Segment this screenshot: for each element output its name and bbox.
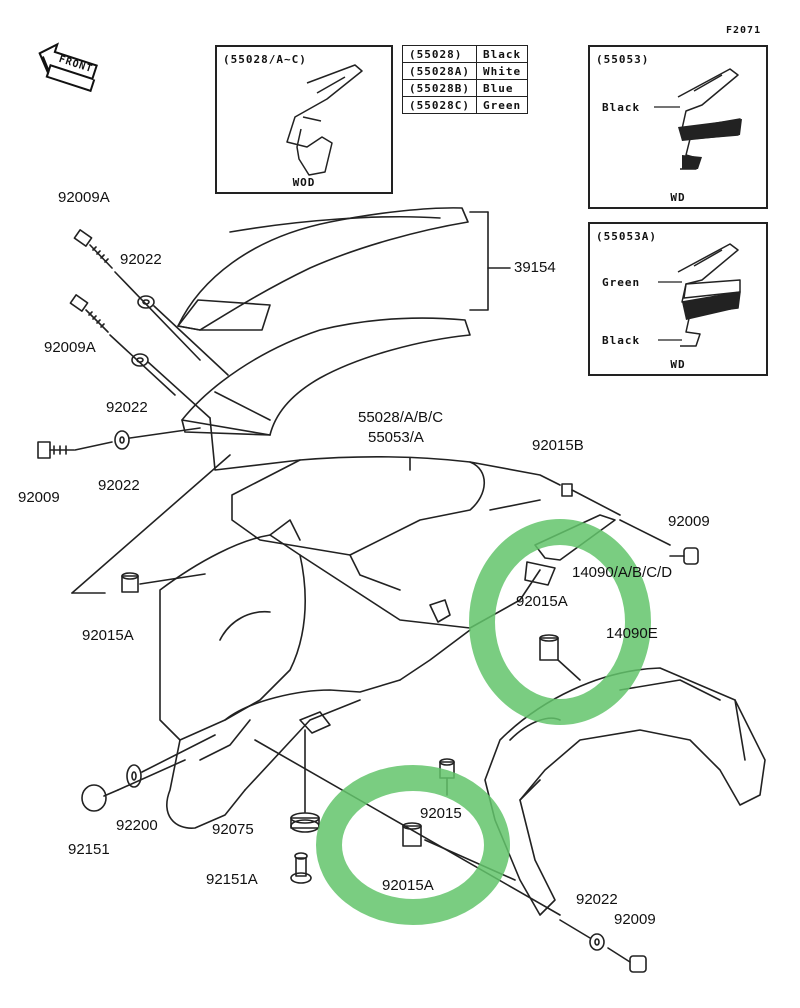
inset-c-part-sketch [658, 243, 741, 347]
color-code-table: (55028) Black (55028A) White (55028B) Bl… [402, 45, 529, 114]
inset-c-color-label-top: Green [602, 276, 641, 289]
inset-55028-variants: (55028/A~C) WOD [215, 45, 393, 194]
upper-fairing-outline [181, 317, 471, 436]
callout-92015A-bottom: 92015A [382, 877, 434, 894]
highlight-ring-upper [469, 519, 651, 725]
callout-92009-left: 92009 [18, 489, 60, 506]
callout-55053: 55053/A [368, 429, 424, 446]
inset-c-color-label-bottom: Black [602, 334, 641, 347]
callout-92151A: 92151A [206, 871, 258, 888]
color-name: White [475, 62, 529, 80]
color-code: (55028B) [402, 79, 477, 97]
inset-b-title: (55053) [596, 53, 650, 66]
grommet-92075 [290, 812, 320, 833]
callout-55028: 55028/A/B/C [358, 409, 444, 426]
color-name: Green [475, 96, 529, 114]
callout-92009-bottom: 92009 [614, 911, 656, 928]
screw-92009-right [669, 547, 699, 565]
callout-14090: 14090/A/B/C/D [572, 564, 673, 581]
callout-92015: 92015 [420, 805, 462, 822]
callout-92009A-top: 92009A [58, 189, 110, 206]
callout-14090E: 14090E [606, 625, 658, 642]
highlight-ring-lower [316, 765, 510, 925]
callout-92009-right: 92009 [668, 513, 710, 530]
spacer-92015A-right [539, 634, 559, 661]
color-row: (55028) Black [402, 45, 529, 63]
screw-92009A-top [73, 229, 113, 269]
callout-92022-bottom: 92022 [576, 891, 618, 908]
color-code: (55028C) [402, 96, 477, 114]
color-code: (55028A) [402, 62, 477, 80]
inset-c-footer: WD [670, 358, 686, 371]
color-row: (55028B) Blue [402, 79, 529, 97]
inset-55053: (55053) Black WD [588, 45, 768, 209]
screw-92009-left [37, 441, 75, 459]
callout-92075: 92075 [212, 821, 254, 838]
spacer-92015A-bottom [402, 822, 422, 847]
inset-b-color-label: Black [602, 101, 641, 114]
spacer-92015A-left [121, 572, 139, 593]
screw-92009-bottom [607, 947, 647, 973]
inset-a-title: (55028/A~C) [223, 53, 307, 66]
front-arrow-icon [38, 42, 98, 93]
color-name: Blue [475, 79, 529, 97]
figure-code: F2071 [726, 25, 762, 36]
inset-a-footer: WOD [292, 176, 316, 189]
windscreen-outline [177, 207, 469, 331]
bolt-92151A [290, 852, 312, 884]
inset-b-part-sketch [654, 68, 742, 170]
inner-cover-outline [231, 455, 485, 556]
inset-55053A: (55053A) Green Black WD [588, 222, 768, 376]
inset-b-footer: WD [670, 191, 686, 204]
callout-92015A-left: 92015A [82, 627, 134, 644]
color-code: (55028) [402, 45, 477, 63]
callout-39154: 39154 [514, 259, 556, 276]
inset-c-title: (55053A) [596, 230, 657, 243]
color-row: (55028A) White [402, 62, 529, 80]
callout-92009A-mid: 92009A [44, 339, 96, 356]
screw-92009A-mid [69, 294, 109, 333]
callout-92022-mid: 92022 [106, 399, 148, 416]
callout-92022-left: 92022 [98, 477, 140, 494]
callout-92151: 92151 [68, 841, 110, 858]
screw-92151 [81, 784, 119, 812]
color-row: (55028C) Green [402, 96, 529, 114]
inset-a-part-sketch [286, 64, 363, 176]
callout-92200: 92200 [116, 817, 158, 834]
callout-92022-top: 92022 [120, 251, 162, 268]
callout-92015A-right: 92015A [516, 593, 568, 610]
color-name: Black [475, 45, 529, 63]
callout-92015B: 92015B [532, 437, 584, 454]
